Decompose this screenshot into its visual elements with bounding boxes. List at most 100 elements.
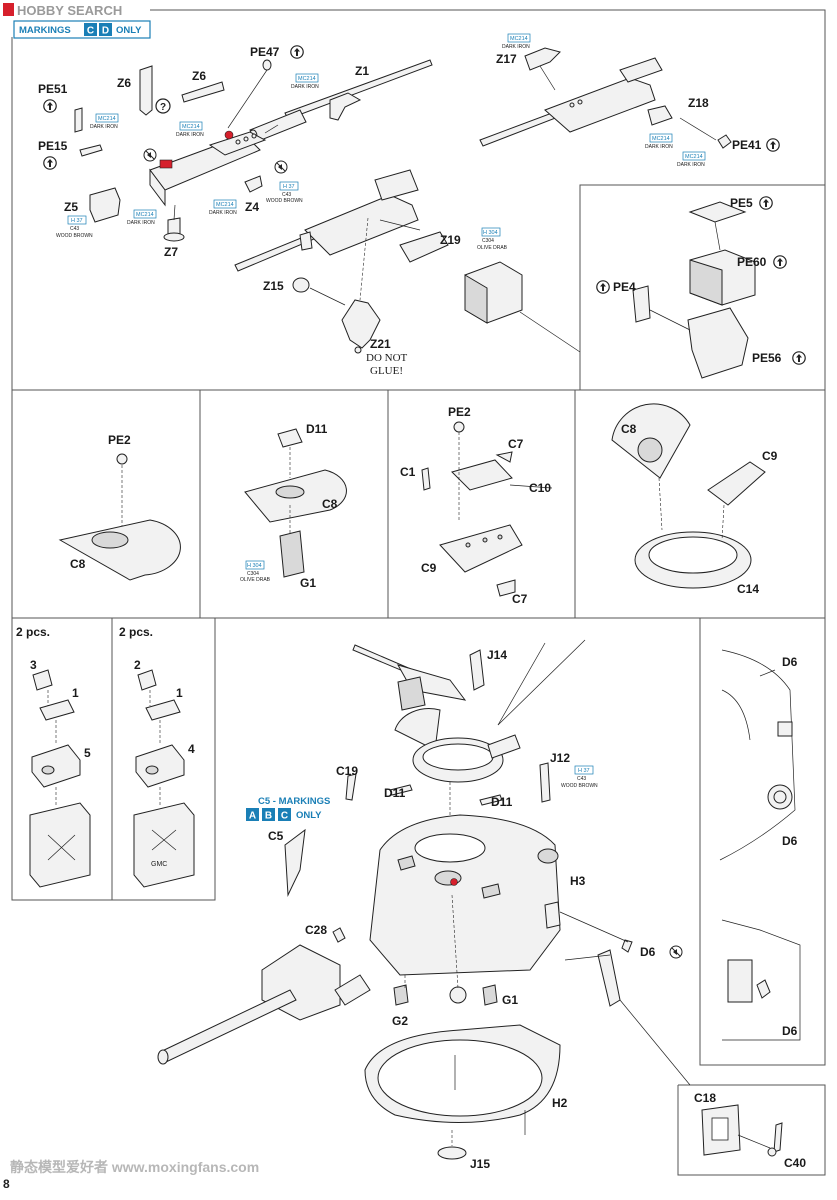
svg-text:DARK IRON: DARK IRON [90, 124, 118, 130]
watermark-top: HOBBY SEARCH [17, 3, 122, 18]
jerrycan-right: 2 pcs. GMC 2 1 4 [119, 625, 195, 888]
watermark-bottom: 静态模型爱好者 www.moxingfans.com [10, 1159, 259, 1175]
label-z18: Z18 [688, 96, 709, 110]
svg-text:MC214: MC214 [182, 124, 200, 130]
label-5: 5 [84, 746, 91, 760]
svg-text:MC214: MC214 [652, 136, 670, 142]
label-pe5: PE5 [730, 196, 753, 210]
label-c1: C1 [400, 465, 416, 479]
paint-h37-wood-c: H 37 C43 WOOD BROWN [561, 765, 598, 789]
panel-hatch-c9: PE2 C7 C1 C10 C9 C7 [400, 405, 553, 606]
label-2: 2 [134, 658, 141, 672]
paint-h304-olive-a: H 304 C304 OLIVE DRAB [477, 227, 508, 251]
svg-text:MC214: MC214 [136, 212, 154, 218]
label-pe51: PE51 [38, 82, 68, 96]
page-number: 8 [3, 1177, 10, 1191]
svg-text:C304: C304 [482, 238, 494, 244]
markings-cd-badge: MARKINGS C D ONLY [13, 20, 151, 39]
svg-text:H 37: H 37 [578, 768, 590, 774]
label-pe60: PE60 [737, 255, 767, 269]
label-j14: J14 [487, 648, 507, 662]
paint-mc214-f: MC214 DARK IRON [502, 33, 531, 50]
label-c7b: C7 [512, 592, 528, 606]
paint-h304-olive-b: H 304 C304 OLIVE DRAB [240, 560, 271, 583]
label-d6c: D6 [782, 834, 798, 848]
markings-abc-badge: C5 - MARKINGS A B C ONLY [246, 796, 330, 822]
svg-text:OLIVE DRAB: OLIVE DRAB [477, 245, 508, 251]
svg-text:H 304: H 304 [483, 230, 498, 236]
label-c8a: C8 [70, 557, 86, 571]
svg-text:C43: C43 [70, 226, 79, 232]
label-h2: H2 [552, 1096, 568, 1110]
turret-labels: J14 C19 D11 D11 J12 H 37 C43 WOOD BROWN … [268, 648, 656, 1171]
markings-prefix: MARKINGS [19, 25, 71, 36]
svg-text:DARK IRON: DARK IRON [291, 84, 319, 90]
label-pe47: PE47 [250, 45, 280, 59]
svg-text:C43: C43 [577, 776, 586, 782]
c5-markings-suffix: ONLY [296, 810, 322, 821]
svg-text:DARK IRON: DARK IRON [127, 220, 155, 226]
watermark-logo: HOBBY SEARCH [3, 3, 122, 18]
label-z5: Z5 [64, 200, 78, 214]
mg-top-left [74, 59, 433, 242]
label-pe4: PE4 [613, 280, 636, 294]
panel-cupola-c14: C8 C9 C14 [611, 403, 778, 596]
marking-letter-d: D [102, 26, 109, 37]
label-d6d: D6 [782, 1024, 798, 1038]
do-not-glue-2: GLUE! [370, 365, 403, 377]
label-z1: Z1 [355, 64, 369, 78]
top-panel-labels: Z1 Z6 Z6 PE47 PE51 PE15 Z5 Z7 Z4 Z15 Z21… [38, 45, 806, 377]
svg-text:OLIVE DRAB: OLIVE DRAB [240, 577, 271, 583]
label-c7a: C7 [508, 437, 524, 451]
label-z21: Z21 [370, 337, 391, 351]
label-3: 3 [30, 658, 37, 672]
svg-text:MC214: MC214 [216, 202, 234, 208]
mg-center [234, 169, 523, 354]
label-z4: Z4 [245, 200, 259, 214]
label-d11c: D11 [491, 795, 513, 809]
label-g1b: G1 [502, 993, 518, 1007]
label-pe2b: PE2 [448, 405, 471, 419]
label-c40: C40 [784, 1156, 806, 1170]
label-c8b: C8 [322, 497, 338, 511]
label-d6b: D6 [782, 655, 798, 669]
label-j12: J12 [550, 751, 570, 765]
svg-text:DARK IRON: DARK IRON [209, 210, 237, 216]
svg-text:H 304: H 304 [247, 563, 262, 569]
label-h3: H3 [570, 874, 586, 888]
pcs-right: 2 pcs. [119, 625, 153, 639]
label-z6b: Z6 [192, 69, 206, 83]
label-d11b: D11 [384, 786, 406, 800]
svg-text:C304: C304 [247, 571, 259, 577]
can-mark-gmc: GMC [151, 861, 167, 868]
svg-text:MC214: MC214 [98, 116, 116, 122]
paint-mc214-h: MC214 DARK IRON [677, 151, 706, 168]
panel-hatch-c8-g1: D11 C8 G1 H 304 C304 OLIVE DRAB [240, 422, 347, 590]
paint-mc214-b: MC214 DARK IRON [90, 113, 119, 130]
label-1b: 1 [176, 686, 183, 700]
jerrycan-left: 2 pcs. 3 1 5 [16, 625, 91, 888]
label-c28: C28 [305, 923, 327, 937]
label-1a: 1 [72, 686, 79, 700]
label-g2: G2 [392, 1014, 408, 1028]
label-pe2a: PE2 [108, 433, 131, 447]
c18-c40-inset: C18 C40 [694, 1091, 806, 1170]
pcs-left: 2 pcs. [16, 625, 50, 639]
svg-text:MC214: MC214 [685, 154, 703, 160]
label-pe56: PE56 [752, 351, 782, 365]
svg-text:DARK IRON: DARK IRON [502, 44, 530, 50]
c5-letter-b: B [265, 811, 272, 822]
panel-hatch-c8: PE2 C8 [58, 433, 181, 581]
label-c19: C19 [336, 764, 358, 778]
marking-letter-c: C [87, 26, 94, 37]
paint-h37-wood-b: H 37 C43 WOOD BROWN [266, 181, 303, 204]
c5-letter-a: A [249, 811, 256, 822]
svg-text:H 37: H 37 [283, 184, 295, 190]
label-c18: C18 [694, 1091, 716, 1105]
svg-text:MC214: MC214 [298, 76, 316, 82]
panel-frames [11, 9, 826, 1176]
svg-text:WOOD BROWN: WOOD BROWN [56, 233, 93, 239]
paint-mc214-a: MC214 DARK IRON [291, 73, 319, 90]
svg-text:WOOD BROWN: WOOD BROWN [561, 783, 598, 789]
d6-detail-views: D6 D6 D6 [719, 649, 801, 1041]
